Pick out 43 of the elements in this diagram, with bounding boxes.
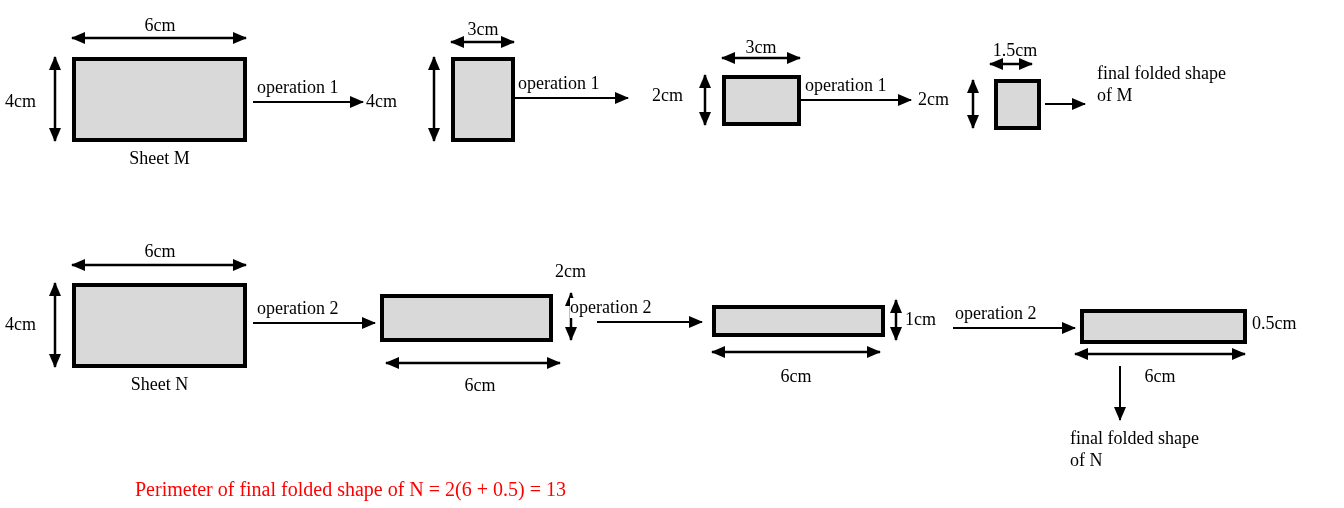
paper-sheet [72,57,247,142]
arrow [1114,365,1126,421]
edge-label: operation 1 [805,76,887,96]
dimension-label: 6cm [780,367,812,387]
dimension-label: 3cm [745,38,777,58]
dimension-label: 6cm [144,16,176,36]
arrow [252,317,376,329]
dimension-label: 3cm [467,20,499,40]
arrow [514,92,629,104]
edge-label: operation 2 [955,304,1037,324]
dimension-label: 1cm [905,310,936,330]
arrow [596,316,703,328]
sheet-caption: Sheet N [130,374,189,395]
edge-label: operation 2 [570,298,652,318]
dimension-label: 6cm [1144,367,1176,387]
arrow [800,94,912,106]
paper-sheet [451,57,515,142]
arrow [252,96,364,108]
arrow [952,322,1076,334]
dimension-label: 0.5cm [1252,314,1297,334]
dimension-label: 2cm [652,86,683,106]
dimension-label: 4cm [5,315,36,335]
dimension-label: 4cm [5,92,36,112]
paper-sheet [72,283,247,368]
arrow [1044,98,1086,110]
result-text: final folded shape of N [1070,428,1210,472]
answer-note: Perimeter of final folded shape of N = 2(6 + 0.5) = 13 [135,478,566,500]
paper-sheet [994,79,1041,130]
paper-sheet [712,305,885,337]
edge-label: operation 1 [257,78,339,98]
paper-sheet [380,294,553,342]
edge-label: operation 2 [257,299,339,319]
edge-label: operation 1 [518,74,600,94]
paper-sheet [722,75,801,126]
paper-sheet [1080,309,1247,344]
dimension-label: 4cm [366,92,397,112]
dimension-label: 6cm [464,376,496,396]
dimension-label: 2cm [918,90,949,110]
sheet-caption: Sheet M [129,148,190,169]
dimension-label: 2cm [555,262,586,282]
dimension-label: 1.5cm [992,41,1038,61]
dimension-label: 6cm [144,242,176,262]
result-text: final folded shape of M [1097,63,1237,107]
